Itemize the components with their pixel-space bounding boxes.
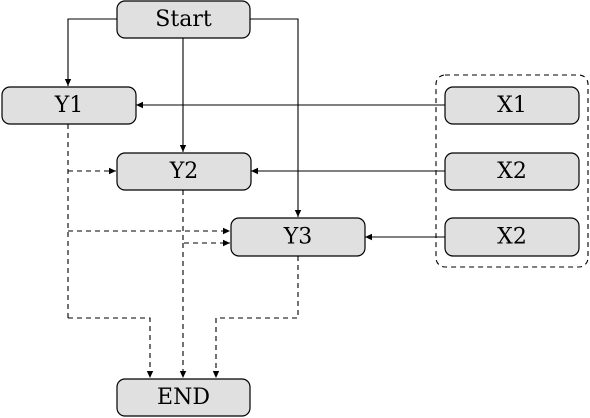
node-x1: X1 <box>444 86 580 125</box>
node-y1: Y1 <box>1 86 137 125</box>
node-start-label: Start <box>155 7 212 32</box>
edge-y1-end <box>68 317 154 378</box>
node-x2-label: X2 <box>497 159 527 184</box>
node-end-label: END <box>157 385 210 410</box>
node-x1-label: X1 <box>497 93 527 118</box>
node-end: END <box>116 378 251 417</box>
node-x2: X2 <box>444 152 580 191</box>
edge-y2-y3 <box>182 190 230 247</box>
node-x3-label: X2 <box>497 225 527 250</box>
node-y2-label: Y2 <box>169 159 199 184</box>
node-x3: X2 <box>444 217 580 257</box>
edge-start-y1 <box>64 18 117 86</box>
node-y3-label: Y3 <box>283 225 313 250</box>
node-y3: Y3 <box>230 217 366 257</box>
node-y1-label: Y1 <box>54 93 84 118</box>
node-y2: Y2 <box>116 152 252 191</box>
edge-start-y3 <box>250 18 302 217</box>
node-start: Start <box>116 0 251 39</box>
edge-y3-end <box>212 256 299 378</box>
